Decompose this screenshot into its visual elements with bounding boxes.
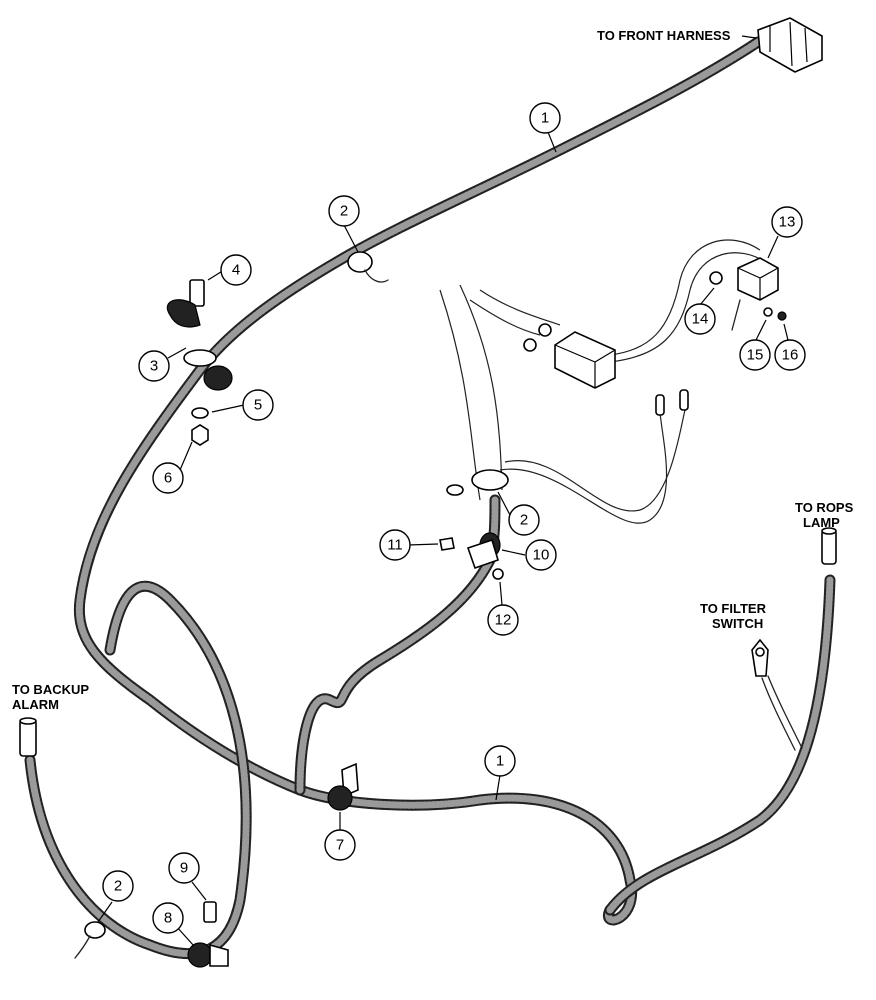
label-backup-alarm-line1: TO BACKUP <box>12 682 89 697</box>
clamp-assembly-10 <box>439 532 504 580</box>
leader-lines <box>97 35 789 947</box>
label-filter-switch-line2: SWITCH <box>712 616 763 631</box>
label-filter-switch-line1: TO FILTER <box>700 601 767 616</box>
callout-12: 12 <box>487 604 519 636</box>
svg-text:6: 6 <box>164 470 172 487</box>
svg-text:5: 5 <box>254 397 262 414</box>
callout-7: 7 <box>324 829 356 861</box>
callout-14: 14 <box>684 303 716 335</box>
callout-2-top: 2 <box>328 195 360 227</box>
main-harness-1 <box>73 36 764 926</box>
svg-text:13: 13 <box>779 214 796 231</box>
callout-8: 8 <box>152 902 184 934</box>
callout-1-top: 1 <box>529 102 561 134</box>
callout-5: 5 <box>242 389 274 421</box>
svg-text:10: 10 <box>533 547 550 564</box>
pale-wire-bundle <box>439 239 766 524</box>
callout-4: 4 <box>220 254 252 286</box>
switch-13 <box>709 257 787 331</box>
callout-15: 15 <box>739 339 771 371</box>
svg-text:16: 16 <box>782 347 799 364</box>
callout-16: 16 <box>774 339 806 371</box>
clamp-7 <box>327 762 359 811</box>
svg-text:2: 2 <box>520 512 528 529</box>
callout-3: 3 <box>138 350 170 382</box>
callout-2-center: 2 <box>508 504 540 536</box>
label-rops-lamp-line2: LAMP <box>803 515 840 530</box>
clamp-assembly-3 <box>166 279 233 446</box>
callout-10: 10 <box>525 539 557 571</box>
svg-text:11: 11 <box>387 537 403 554</box>
front-harness-connector <box>757 17 823 73</box>
tie-strap-2-top <box>347 251 389 283</box>
text-labels: TO FRONT HARNESS TO ROPS LAMP TO FILTER … <box>12 28 854 712</box>
callout-2-bottom: 2 <box>102 870 134 902</box>
end-connectors <box>19 527 837 757</box>
callout-11: 11 <box>379 529 411 561</box>
svg-text:1: 1 <box>541 110 549 127</box>
callout-1-bottom: 1 <box>484 745 516 777</box>
svg-text:2: 2 <box>340 203 348 220</box>
callouts: 1 2 4 3 5 6 13 14 15 16 2 11 10 12 1 7 9… <box>102 102 806 934</box>
label-rops-lamp-line1: TO ROPS <box>795 500 854 515</box>
svg-text:9: 9 <box>180 860 188 877</box>
svg-text:14: 14 <box>692 311 709 328</box>
tie-strap-2-center <box>471 469 509 491</box>
svg-text:1: 1 <box>496 753 504 770</box>
callout-6: 6 <box>152 462 184 494</box>
backup-alarm-branch <box>24 580 252 959</box>
svg-text:8: 8 <box>164 910 172 927</box>
rops-branch <box>604 574 836 916</box>
svg-text:4: 4 <box>232 262 240 279</box>
svg-text:7: 7 <box>336 837 344 854</box>
clamp-assembly-8 <box>187 901 229 968</box>
label-front-harness: TO FRONT HARNESS <box>597 28 731 43</box>
ring-terminals <box>446 389 689 496</box>
svg-text:15: 15 <box>747 347 764 364</box>
svg-text:12: 12 <box>495 612 512 629</box>
label-backup-alarm-line2: ALARM <box>12 697 59 712</box>
callout-9: 9 <box>168 852 200 884</box>
svg-text:3: 3 <box>150 358 158 375</box>
callout-13: 13 <box>771 206 803 238</box>
center-connector-box <box>523 323 616 389</box>
tie-strap-2-bottom <box>74 921 106 959</box>
svg-text:2: 2 <box>114 878 122 895</box>
